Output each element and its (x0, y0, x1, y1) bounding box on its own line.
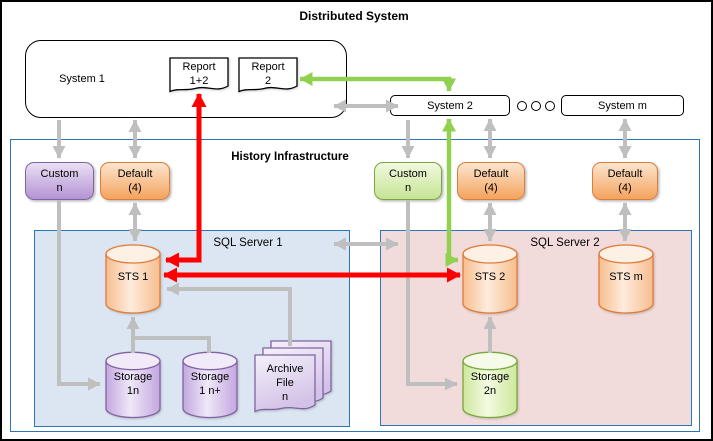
sts2-cylinder: STS 2 (462, 244, 518, 314)
sts-m-label: STS m (609, 271, 643, 283)
ellipsis-circle-2 (531, 101, 541, 111)
sql-server1-title: SQL Server 1 (213, 237, 283, 249)
sts1-label: STS 1 (117, 271, 149, 283)
ellipsis-circle-1 (517, 101, 527, 111)
default-left-box: Default(4) (100, 162, 170, 200)
sql-server2-title: SQL Server 2 (530, 237, 600, 249)
sts-m-cylinder: STS m (598, 244, 654, 314)
sts2-label: STS 2 (474, 271, 506, 283)
system1-label: System 1 (59, 73, 105, 85)
system-m-box: System m (561, 95, 684, 116)
ellipsis-circle-3 (545, 101, 555, 111)
default-right1-box: Default(4) (457, 162, 525, 200)
history-infrastructure-title: History Infrastructure (231, 151, 349, 163)
page-title: Distributed System (299, 9, 409, 23)
sts1-cylinder: STS 1 (105, 244, 161, 314)
system2-box: System 2 (390, 95, 510, 116)
default-right2-box: Default(4) (592, 162, 658, 200)
